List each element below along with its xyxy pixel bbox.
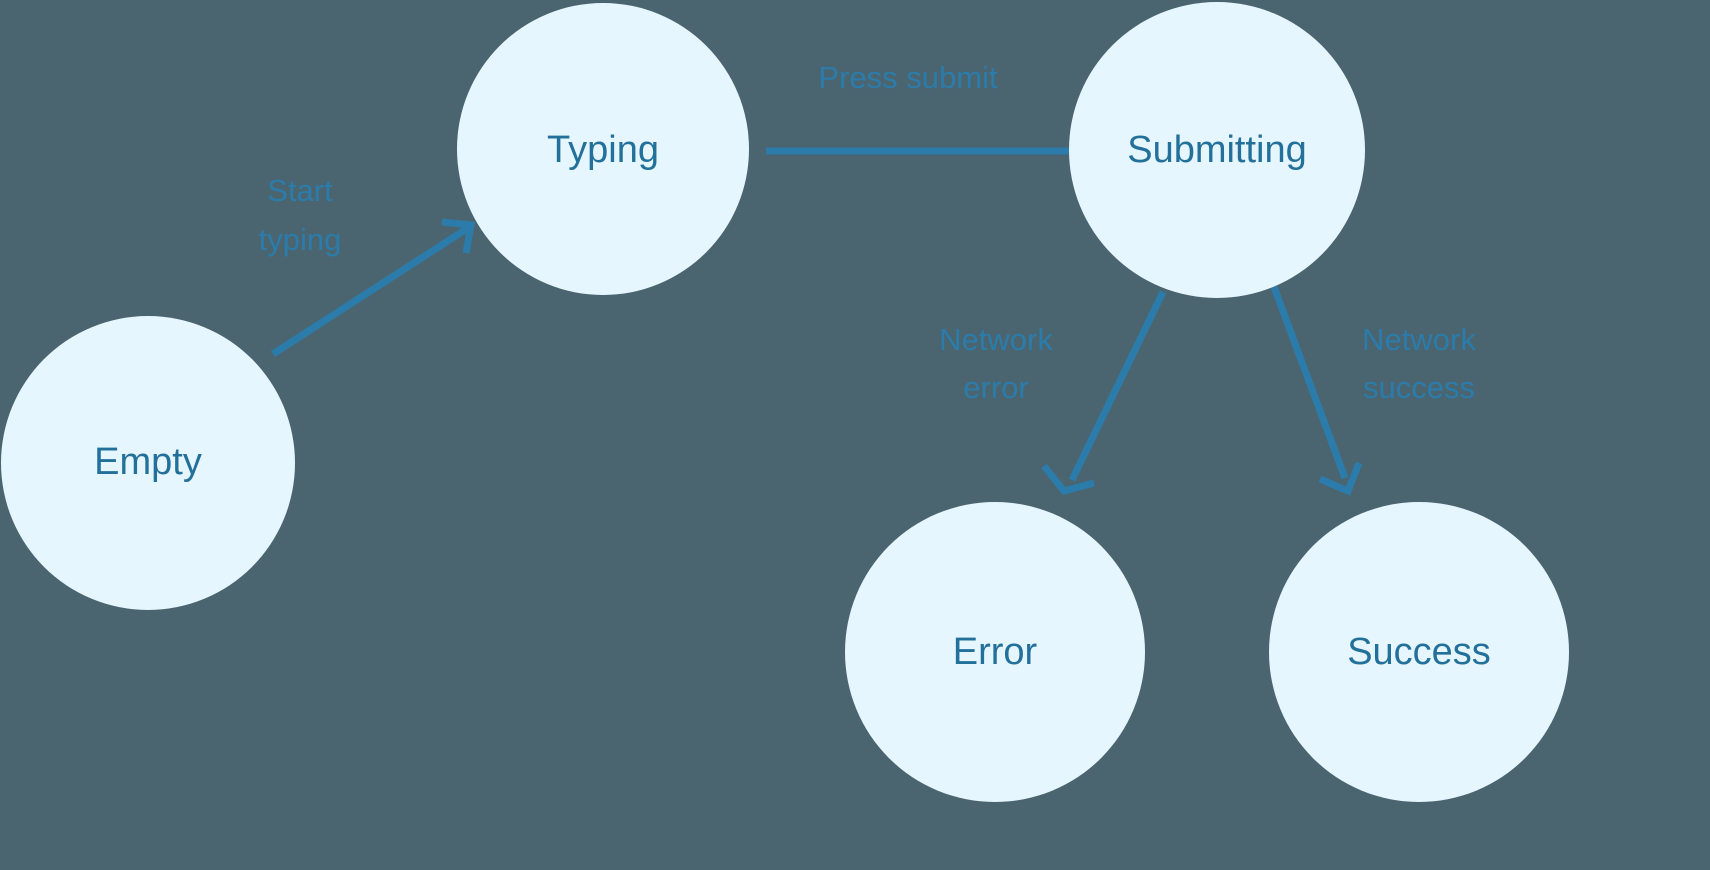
node-submitting-label: Submitting [1127, 129, 1307, 171]
edge-label-typing-to-submitting-line1: Press submit [818, 60, 998, 95]
edge-label-submitting-to-success-line1: Network [1362, 322, 1476, 357]
edge-label-empty-to-typing-line2: typing [259, 222, 342, 257]
node-success[interactable]: Success [1269, 502, 1569, 802]
edge-empty-to-typing [271, 218, 476, 357]
edge-submitting-to-success [1270, 285, 1363, 496]
node-success-circle[interactable] [1269, 502, 1569, 802]
node-success-label: Success [1347, 631, 1491, 673]
node-submitting[interactable]: Submitting [1069, 2, 1365, 298]
edge-label-submitting-to-error-line1: Network [939, 322, 1053, 357]
edge-submitting-to-error [1041, 290, 1167, 495]
edge-submitting-to-success-line [1270, 285, 1349, 480]
edge-label-empty-to-typing: Start typing [259, 173, 342, 257]
node-empty-circle[interactable] [1, 316, 295, 610]
edge-label-submitting-to-error-line2: error [963, 370, 1028, 405]
edge-submitting-to-error-line [1068, 290, 1167, 482]
node-submitting-circle[interactable] [1069, 2, 1365, 298]
edge-label-empty-to-typing-line1: Start [267, 173, 333, 208]
edge-submitting-to-error-arrowhead [1041, 463, 1095, 495]
edge-label-submitting-to-error: Network error [939, 322, 1053, 405]
node-typing-circle[interactable] [457, 3, 749, 295]
edge-label-typing-to-submitting: Press submit [818, 60, 998, 95]
node-error-circle[interactable] [845, 502, 1145, 802]
node-typing-label: Typing [547, 129, 659, 171]
edge-empty-to-typing-arrowhead [441, 218, 476, 254]
edge-empty-to-typing-line [271, 225, 470, 357]
node-empty[interactable]: Empty [1, 316, 295, 610]
edge-label-submitting-to-success: Network success [1362, 322, 1476, 405]
node-error[interactable]: Error [845, 502, 1145, 802]
node-error-label: Error [953, 631, 1038, 673]
edge-label-submitting-to-success-line2: success [1363, 370, 1475, 405]
node-typing[interactable]: Typing [457, 3, 749, 295]
node-empty-label: Empty [94, 441, 202, 483]
edge-submitting-to-success-arrowhead [1318, 461, 1363, 496]
